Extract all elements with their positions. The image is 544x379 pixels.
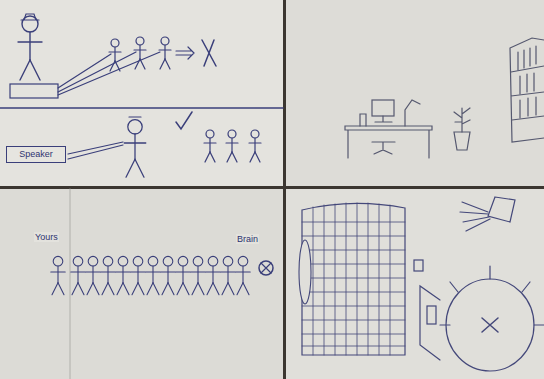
speaker-figure [124, 120, 146, 178]
stick-figure [109, 39, 121, 71]
stick-figure [249, 130, 261, 162]
cross-mark [202, 40, 216, 66]
stick-figure [206, 256, 220, 294]
double-arrow [176, 47, 194, 59]
stick-figure [221, 256, 235, 294]
podium-box [10, 84, 58, 98]
stick-figure [71, 256, 85, 294]
divider-line [0, 107, 283, 109]
sound-lines [58, 52, 160, 95]
stick-figure [146, 256, 160, 294]
paper-sheet [0, 189, 283, 379]
stick-figure [236, 256, 250, 294]
handwritten-label: Brain [236, 234, 259, 244]
hat [21, 14, 39, 20]
paper-sheet [0, 0, 283, 186]
check-mark [176, 112, 192, 129]
stick-figure [131, 256, 145, 294]
stick-figure [101, 256, 115, 294]
speaker-figure [18, 16, 42, 80]
stick-figure [191, 256, 205, 294]
paper-sheet [286, 0, 544, 186]
office-sketch [345, 38, 544, 158]
stick-figure [176, 256, 190, 294]
hat [129, 116, 141, 117]
stick-figure [134, 37, 146, 69]
stick-figure [51, 256, 65, 294]
sound-lines [68, 142, 123, 159]
speaker-box: Speaker [6, 146, 66, 163]
stick-figure [161, 256, 175, 294]
room-sketch [414, 197, 544, 371]
box-label: Speaker [12, 149, 60, 160]
grid-sketch [299, 203, 405, 355]
stick-figure [204, 130, 216, 162]
stick-figure [159, 37, 171, 69]
paper-sheet [286, 189, 544, 379]
stick-figure [116, 256, 130, 294]
stick-figure [226, 130, 238, 162]
circled-cross [259, 261, 273, 275]
handwritten-label: Yours [34, 232, 59, 242]
fold-line [69, 189, 70, 379]
stick-figure [86, 256, 100, 294]
